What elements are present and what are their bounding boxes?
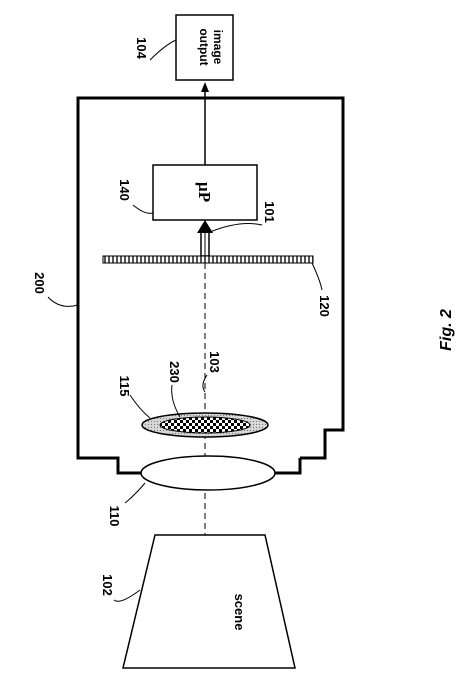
scene-trapezoid xyxy=(122,534,296,669)
output-image-label-line2: image xyxy=(211,30,225,65)
label-200: 200 xyxy=(32,272,47,294)
label-101: 101 xyxy=(262,201,277,223)
image-sensor xyxy=(102,255,314,264)
leader-101 xyxy=(209,223,263,233)
processor-label: µP xyxy=(195,182,214,202)
output-image-box xyxy=(175,14,234,81)
leader-230 xyxy=(171,384,181,418)
label-110: 110 xyxy=(107,506,122,527)
leader-102 xyxy=(113,589,141,602)
leader-200 xyxy=(47,296,79,307)
label-120: 120 xyxy=(317,295,332,317)
leader-103 xyxy=(202,374,208,393)
label-230: 230 xyxy=(167,361,182,383)
coded-aperture-mask xyxy=(159,416,251,434)
label-102: 102 xyxy=(100,574,115,596)
data-arrow-head xyxy=(197,220,213,233)
processor-box xyxy=(152,164,258,221)
lens xyxy=(140,455,276,491)
figure-caption: Fig. 2 xyxy=(438,309,455,351)
leader-120 xyxy=(311,262,323,291)
label-140: 140 xyxy=(117,179,132,201)
label-103: 103 xyxy=(207,351,222,373)
output-image-label-line1: output xyxy=(197,28,211,65)
leader-110 xyxy=(124,482,146,504)
scene-label: scene xyxy=(232,594,247,631)
label-104: 104 xyxy=(134,37,149,59)
label-115: 115 xyxy=(117,376,132,397)
leader-140 xyxy=(132,204,154,214)
output-arrow-head xyxy=(201,82,209,92)
leader-104 xyxy=(149,39,177,61)
leader-115 xyxy=(129,394,151,419)
